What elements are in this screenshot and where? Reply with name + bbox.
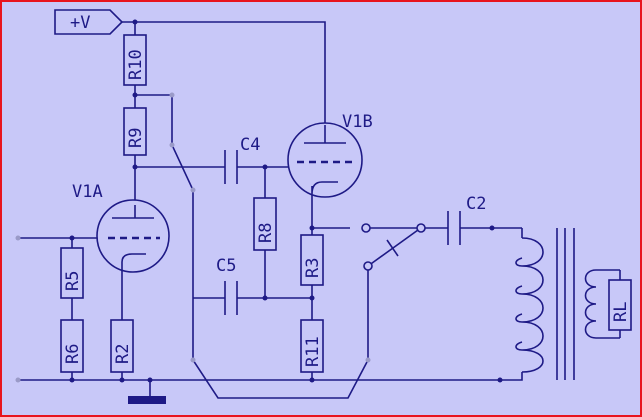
capacitor-c2: C2 <box>447 194 486 245</box>
tube-v1b: V1B <box>287 112 373 198</box>
junction-dots <box>69 19 503 383</box>
transformer-primary-coil <box>521 237 544 373</box>
wires <box>18 21 621 399</box>
resistor-r6: R6 <box>60 319 84 373</box>
resistor-r3: R3 <box>300 234 324 286</box>
r3-label: R3 <box>303 258 323 278</box>
r5-label: R5 <box>63 271 83 291</box>
capacitor-c4: C4 <box>224 135 260 184</box>
resistor-rl: RL <box>608 279 632 331</box>
supply-flag: +V <box>54 9 124 35</box>
tube-v1a: V1A <box>72 182 170 273</box>
r6-label: R6 <box>63 344 83 364</box>
linkage-points <box>15 92 371 383</box>
supply-label: +V <box>70 13 90 33</box>
transformer-secondary-coil <box>584 269 597 339</box>
v1a-label: V1A <box>72 182 103 202</box>
resistor-r11: R11 <box>300 319 324 373</box>
rl-label: RL <box>611 302 631 322</box>
r2-label: R2 <box>113 344 133 364</box>
resistor-r5: R5 <box>60 247 84 299</box>
r11-label: R11 <box>303 336 323 367</box>
resistor-r9: R9 <box>123 107 147 156</box>
resistor-r8: R8 <box>253 197 277 251</box>
switch-contacts <box>361 223 426 271</box>
c2-label: C2 <box>466 194 486 214</box>
r9-label: R9 <box>126 128 146 148</box>
c4-label: C4 <box>240 135 260 155</box>
resistor-r10: R10 <box>123 34 147 86</box>
transformer-core <box>556 228 575 380</box>
r8-label: R8 <box>256 223 276 243</box>
r10-label: R10 <box>126 49 146 80</box>
v1b-label: V1B <box>342 112 373 132</box>
capacitor-c5: C5 <box>216 256 238 315</box>
ground-symbol <box>128 396 166 404</box>
resistor-r2: R2 <box>110 319 134 373</box>
c5-label: C5 <box>216 256 236 276</box>
